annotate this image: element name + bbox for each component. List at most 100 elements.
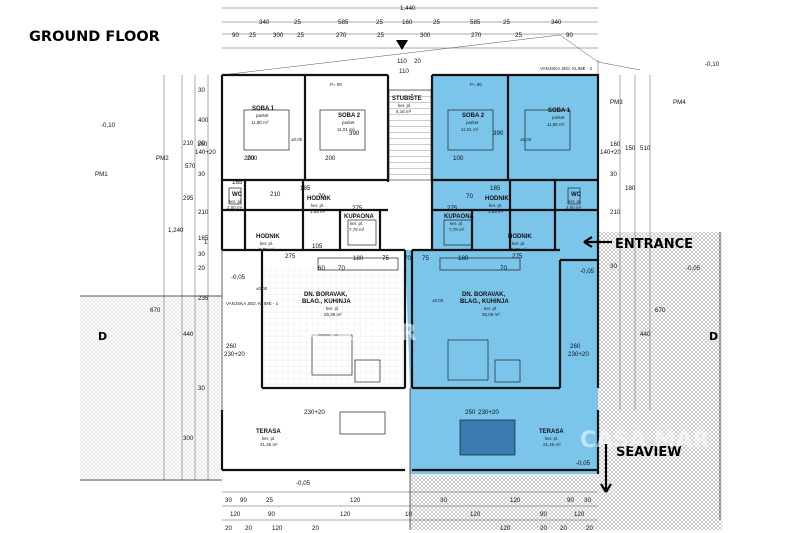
dim: 210 — [610, 209, 621, 216]
dim: 90 — [540, 511, 547, 518]
dim: 260 — [570, 343, 581, 350]
dim: 160 — [610, 141, 621, 148]
room-sub: ker. pl. — [326, 306, 339, 311]
dim: 180 — [625, 185, 636, 192]
dim: 30 — [225, 497, 232, 504]
dimension-text: 1,440 340 25 585 25 160 25 585 25 340 90… — [150, 5, 666, 532]
level-mark: ±0,00 — [256, 286, 268, 291]
room-label: TERASA — [539, 429, 564, 435]
garden-hatch-bottom — [410, 474, 722, 530]
axis-label: 1 — [204, 239, 208, 246]
dim: 90 — [240, 497, 247, 504]
dim: 70 — [404, 255, 411, 262]
dim: 70 — [500, 265, 507, 272]
level-marks: ±0,00 ±0,00 ±0,00 ±0,00 -0,10 -0,10 -0,0… — [101, 61, 720, 487]
dim: 90 — [567, 497, 574, 504]
dim: 260 — [226, 343, 237, 350]
room-area: 7,78 m² — [349, 227, 365, 232]
dim: 180 — [458, 255, 469, 262]
stair-area: 6,16 m² — [396, 109, 412, 114]
dim: 200 — [247, 155, 258, 162]
room-label: SOBA 1 — [252, 106, 275, 112]
room-label: SOBA 1 — [548, 108, 571, 114]
dim: 25 — [433, 19, 440, 26]
pm-label: PM2 — [156, 155, 169, 162]
dim: 1,440 — [400, 5, 416, 12]
entrance-arrow-icon — [583, 236, 612, 248]
dim: 30 — [198, 87, 205, 94]
room-area: 11,01 m² — [337, 127, 355, 132]
section-label: D — [709, 330, 718, 343]
dim: 185 — [490, 185, 501, 192]
dim: 340 — [259, 19, 270, 26]
dim: 140+20 — [600, 149, 621, 156]
level-mark: ±0,00 — [520, 137, 532, 142]
dim: 300 — [273, 32, 284, 39]
room-area: 7,78 m² — [449, 227, 465, 232]
dim: 120 — [272, 525, 283, 532]
dim: 165 — [198, 235, 209, 242]
dim: 210 — [198, 209, 209, 216]
room-label: SOBA 2 — [462, 113, 485, 119]
room-area: 21,45 m² — [260, 442, 278, 447]
dim: 30 — [440, 497, 447, 504]
room-label: TERASA — [256, 429, 281, 435]
level-mark: -0,05 — [576, 460, 591, 467]
seaview-arrow-icon — [600, 444, 612, 493]
level-mark: -0,05 — [580, 268, 595, 275]
room-sub: ker. pl. — [489, 203, 502, 208]
level-mark: -0,05 — [296, 480, 311, 487]
dim: 20 — [198, 140, 205, 147]
dim: 25 — [376, 19, 383, 26]
room-area: 5,09 m² — [511, 247, 527, 252]
dim: 25 — [297, 32, 304, 39]
room-label: HODNIK — [508, 234, 532, 240]
dim: 230+20 — [304, 409, 325, 416]
dim: 230+20 — [568, 351, 589, 358]
room-area: 2,00 m² — [227, 205, 243, 210]
seaview-callout: SEAVIEW — [616, 445, 682, 460]
dim: 230+20 — [224, 351, 245, 358]
dim: 25 — [377, 32, 384, 39]
dim: 585 — [470, 19, 481, 26]
dim: 120 — [510, 497, 521, 504]
site-boundary — [80, 110, 721, 530]
entry-triangle-icon — [396, 40, 408, 50]
room-sub: ker. pl. — [545, 436, 558, 441]
room-area: 2,00 m² — [566, 205, 582, 210]
dim: 440 — [183, 331, 194, 338]
room-label: HODNIK — [485, 196, 509, 202]
dim: 25 — [294, 19, 301, 26]
dim: 295 — [183, 195, 194, 202]
dim: 270 — [336, 32, 347, 39]
dim: 120 — [470, 511, 481, 518]
dim: 20 — [225, 525, 232, 532]
dim: 120 — [574, 511, 585, 518]
room-sub: ker. pl. — [229, 199, 242, 204]
room-area: 11,80 m² — [547, 122, 565, 127]
dim: 150 — [625, 145, 636, 152]
highlighted-unit — [405, 75, 598, 474]
room-label: KUPAONA — [344, 214, 375, 220]
dim: 25 — [515, 32, 522, 39]
garden-hatch-left — [80, 296, 220, 481]
level-mark: ±0,00 — [432, 298, 444, 303]
room-label: WC — [232, 192, 243, 198]
dim: 105 — [312, 243, 323, 250]
room-sub: parket — [466, 120, 479, 125]
dim: 250 — [465, 409, 476, 416]
dim: 275 — [352, 205, 363, 212]
dim: 90 — [268, 511, 275, 518]
dim: 160 — [402, 19, 413, 26]
dimension-lines — [163, 7, 651, 521]
dim: 160 — [197, 141, 208, 148]
dim: 570 — [185, 163, 196, 170]
dim: 275 — [447, 205, 458, 212]
room-sub: ker. pl. — [450, 221, 463, 226]
dim: 110 — [397, 58, 407, 65]
dim: 30 — [610, 263, 617, 270]
dim: 390 — [493, 130, 504, 137]
dim: 275 — [285, 253, 296, 260]
dim: 200 — [244, 155, 255, 162]
